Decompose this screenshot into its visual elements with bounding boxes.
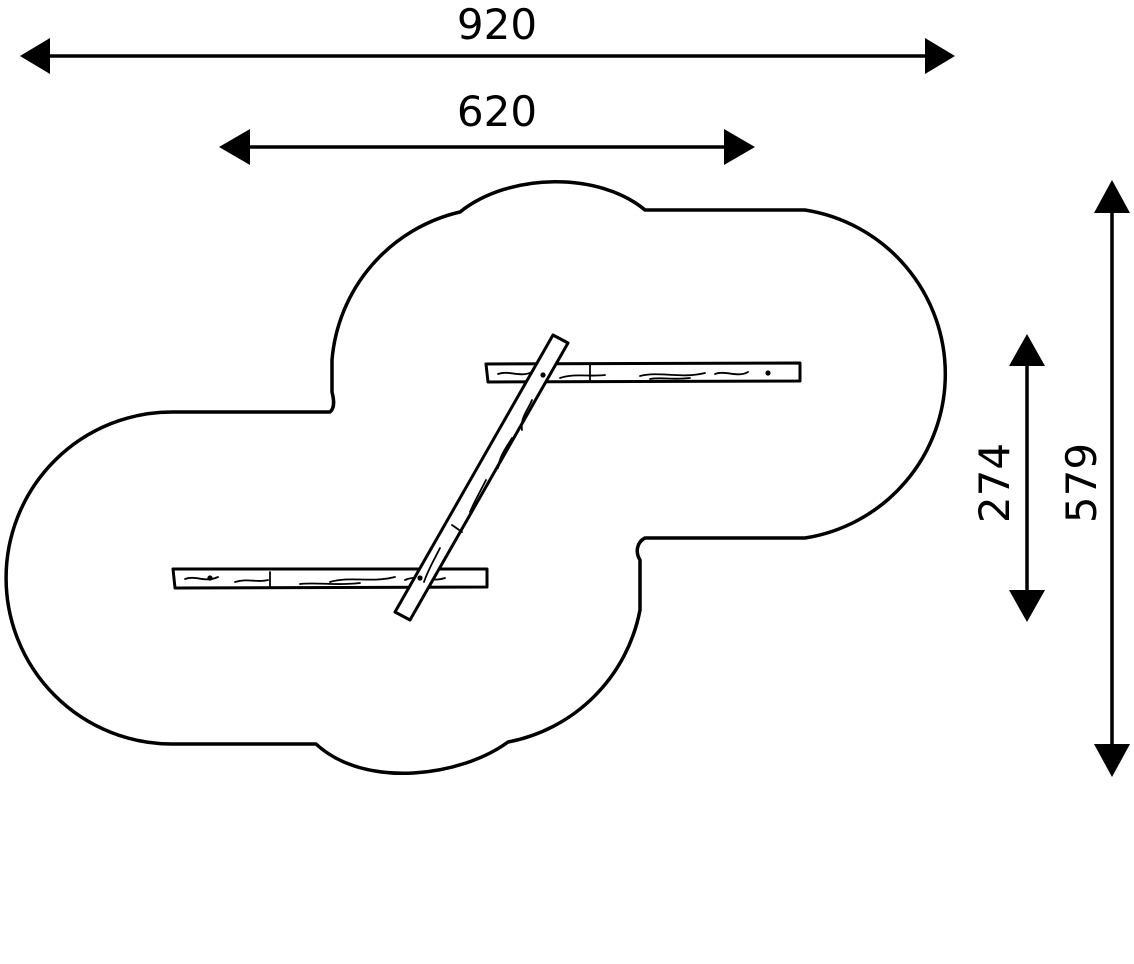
arrowhead-down-icon <box>1009 590 1045 622</box>
arrowhead-down-icon <box>1094 744 1130 777</box>
dimension-inner-height: 274 <box>970 334 1045 622</box>
diagonal-beam <box>393 333 570 622</box>
dimension-overall-width: 920 <box>20 0 955 74</box>
arrowhead-up-icon <box>1009 334 1045 366</box>
lower-horizontal-beam <box>171 567 489 590</box>
arrowhead-left-icon <box>20 38 50 74</box>
arrowhead-right-icon <box>724 129 755 165</box>
dimension-overall-height: 579 <box>1057 180 1130 777</box>
dimension-label-inner-height: 274 <box>970 443 1019 523</box>
dimension-label-inner-width: 620 <box>457 87 537 136</box>
dimension-label-overall-width: 920 <box>457 0 537 49</box>
arrowhead-up-icon <box>1094 180 1130 213</box>
dimension-inner-width: 620 <box>219 87 755 165</box>
safety-zone-outline <box>4 180 948 776</box>
upper-horizontal-beam <box>484 361 802 384</box>
dimension-label-overall-height: 579 <box>1057 443 1106 523</box>
arrowhead-left-icon <box>219 129 250 165</box>
arrowhead-right-icon <box>925 38 955 74</box>
